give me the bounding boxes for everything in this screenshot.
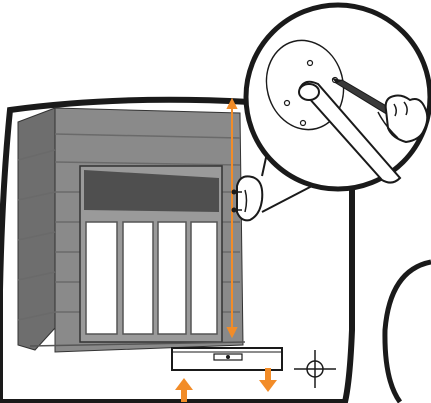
door-panels [85,221,218,335]
partial-circle [382,259,431,403]
wall-side [17,107,56,351]
door-header-panel [84,170,219,212]
arrow-down-icon [259,368,277,392]
door-panel [190,221,218,335]
door-panel [85,221,118,335]
mounting-hole [283,99,291,107]
door-panel [122,221,154,335]
wall-siding-lines [17,133,241,321]
ground-line [29,341,246,347]
crosshair-icon [294,350,336,388]
height-measurement-line [226,97,238,339]
hand-icon [231,175,264,222]
door-panel [157,221,187,335]
mounting-hole [299,119,307,127]
mounting-hole [306,59,314,67]
zoom-detail [243,2,431,192]
level-icon [171,347,283,371]
hand-pencil-icon [377,94,429,144]
mounting-rod [298,80,402,184]
arrow-up-icon [175,378,193,402]
